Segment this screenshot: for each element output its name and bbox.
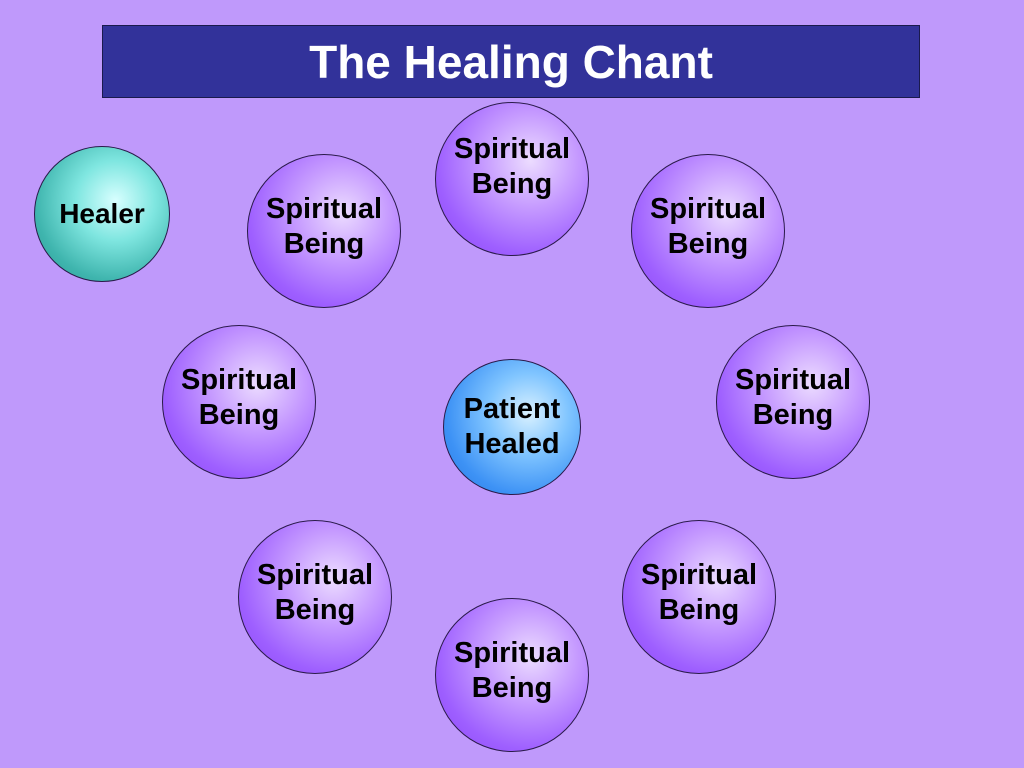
patient-circle: Patient Healed: [443, 359, 581, 495]
spiritual-being-label-line1: Spiritual: [265, 192, 382, 225]
patient-label-line2: Healed: [464, 428, 560, 460]
spiritual-being-label-line2: Being: [283, 228, 365, 260]
spiritual-being-circle-bottom: Spiritual Being: [435, 598, 589, 752]
spiritual-being-circle-bottom-right: Spiritual Being: [622, 520, 776, 674]
spiritual-being-label-line1: Spiritual: [649, 192, 766, 225]
spiritual-being-label-line1: Spiritual: [453, 636, 570, 669]
spiritual-being-label-line2: Being: [198, 399, 280, 431]
spiritual-being-label-line2: Being: [274, 594, 356, 626]
spiritual-being-label-line2: Being: [752, 399, 834, 431]
healer-label: Healer: [59, 197, 145, 229]
spiritual-being-label-line1: Spiritual: [180, 363, 297, 396]
patient-label-line1: Patient: [463, 392, 561, 425]
page-title: The Healing Chant: [309, 35, 713, 88]
spiritual-being-label-line1: Spiritual: [734, 363, 851, 396]
spiritual-being-label-line1: Spiritual: [256, 558, 373, 591]
spiritual-being-label-line2: Being: [667, 228, 749, 260]
spiritual-being-circle-left: Spiritual Being: [162, 325, 316, 479]
spiritual-being-circle-bottom-left: Spiritual Being: [238, 520, 392, 674]
spiritual-being-label-line2: Being: [471, 672, 553, 704]
spiritual-being-label-line1: Spiritual: [640, 558, 757, 591]
spiritual-being-circle-top-left: Spiritual Being: [247, 154, 401, 308]
spiritual-being-circle-top-right: Spiritual Being: [631, 154, 785, 308]
healer-circle: Healer: [34, 146, 170, 282]
spiritual-being-circle-right: Spiritual Being: [716, 325, 870, 479]
spiritual-being-label-line2: Being: [471, 168, 553, 200]
spiritual-being-circle-top: Spiritual Being: [435, 102, 589, 256]
spiritual-being-label-line1: Spiritual: [453, 132, 570, 165]
title-bar: The Healing Chant: [102, 25, 920, 98]
spiritual-being-label-line2: Being: [658, 594, 740, 626]
